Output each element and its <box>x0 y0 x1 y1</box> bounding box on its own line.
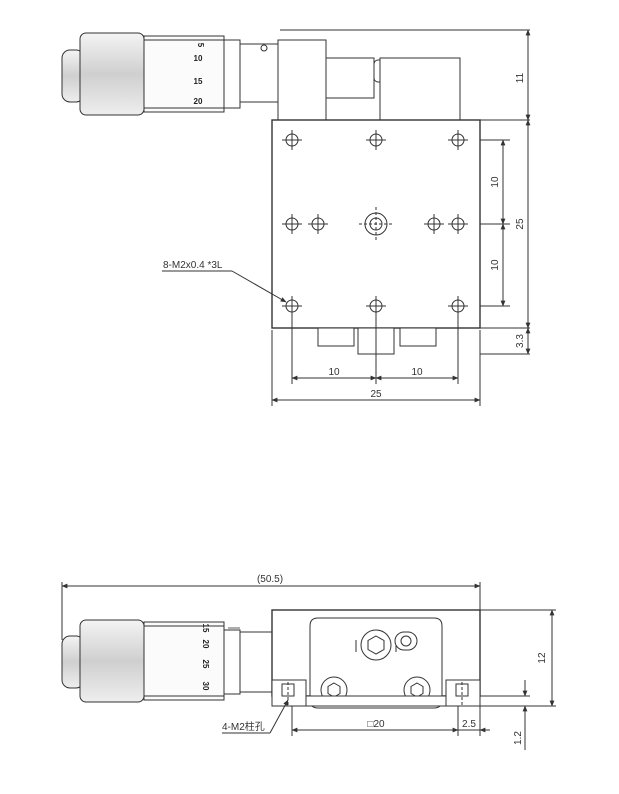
micrometer-head <box>61 32 281 116</box>
scale-number: 10 <box>194 54 203 63</box>
mounting-hole <box>448 130 468 150</box>
side-view <box>61 582 556 750</box>
dim-h-pitch-left: 10 <box>328 367 340 378</box>
mounting-hole <box>282 296 302 316</box>
clamp-block <box>277 39 327 121</box>
mounting-holes <box>282 130 468 316</box>
dim-edge-offset: 2.5 <box>462 719 476 730</box>
mounting-hole <box>282 214 302 234</box>
scale-labels: 5 10 15 20 <box>194 43 205 106</box>
scale-labels: 15 20 25 30 <box>201 624 210 691</box>
dim-bottom-offset: 3.3 <box>515 334 526 348</box>
scale-number: 20 <box>194 97 203 106</box>
mounting-hole <box>448 296 468 316</box>
center-hole <box>359 207 393 241</box>
dim-lower-pitch: 10 <box>490 259 501 271</box>
top-view <box>61 29 531 406</box>
micrometer-head <box>61 619 273 703</box>
spindle-housing <box>325 57 375 99</box>
scale-number: 30 <box>201 682 210 691</box>
mounting-hole <box>424 214 444 234</box>
scale-number: 20 <box>201 640 210 649</box>
mounting-hole <box>308 214 328 234</box>
rail-right <box>399 327 437 347</box>
rail-left <box>317 327 355 347</box>
scale-number: 15 <box>194 77 203 86</box>
hole-callout: 4-M2柱孔 <box>222 720 265 733</box>
hole-callout: 8-M2x0.4 *3L <box>163 260 223 271</box>
dim-height: 12 <box>537 652 548 664</box>
dim-overall-length: (50.5) <box>257 574 283 585</box>
dim-vertical-span: 25 <box>515 218 526 230</box>
dim-upper-pitch: 10 <box>490 176 501 188</box>
dim-h-pitch-right: 10 <box>411 367 423 378</box>
mounting-hole <box>366 130 386 150</box>
dim-hole-square: □20 <box>367 719 385 730</box>
mounting-hole <box>282 130 302 150</box>
mounting-hole <box>448 214 468 234</box>
scale-number: 25 <box>201 660 210 669</box>
dim-base-height: 1.2 <box>513 731 524 745</box>
dim-width: 25 <box>370 389 382 400</box>
scale-number: 5 <box>196 43 205 48</box>
spring-block <box>379 57 461 121</box>
dim-right-height: 11 <box>515 72 526 83</box>
scale-number: 15 <box>201 624 210 633</box>
